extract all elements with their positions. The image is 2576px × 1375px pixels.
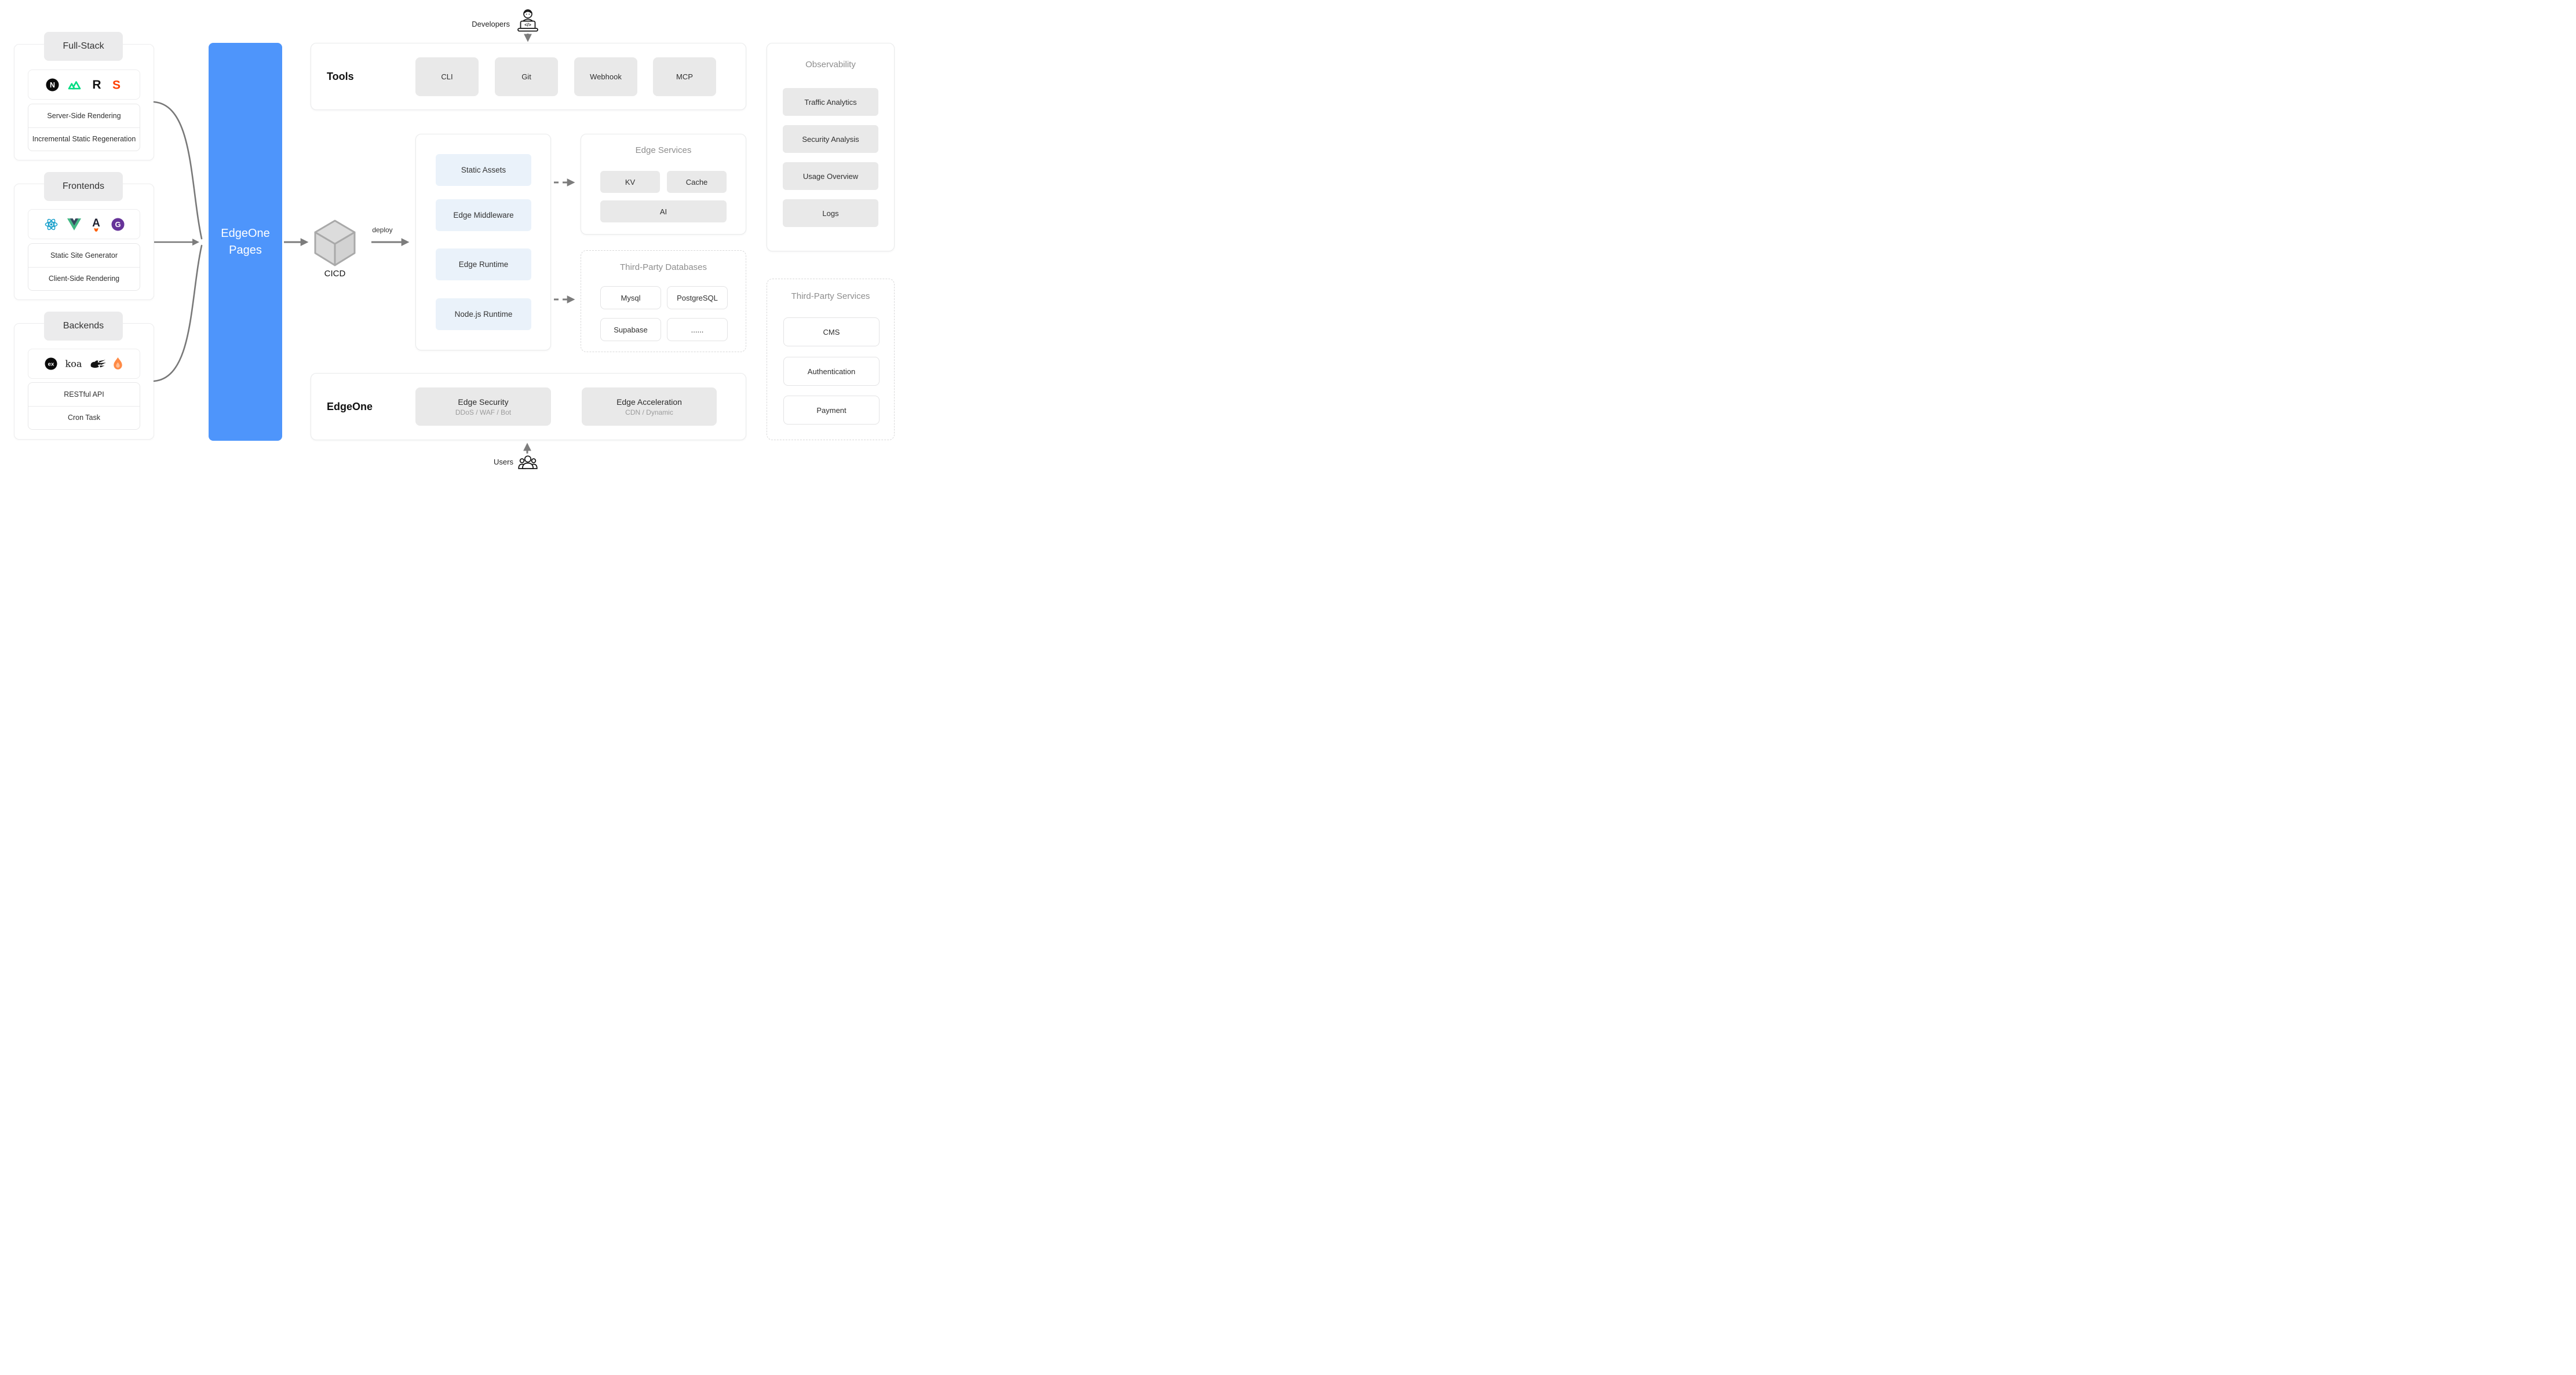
full-stack-feature-list: Server-Side Rendering Incremental Static… [28, 104, 140, 151]
edgeone-chip-edge-acceleration: Edge Acceleration CDN / Dynamic [582, 387, 717, 426]
list-item: RESTful API [64, 390, 104, 398]
service-chip-cms: CMS [783, 317, 880, 346]
edge-services-chip-cache: Cache [667, 171, 727, 193]
list-item: Incremental Static Regeneration [28, 127, 140, 151]
runtime-chip-static-assets: Static Assets [436, 154, 531, 186]
koa-icon: koa [63, 358, 84, 370]
edge-services-chip-kv: KV [600, 171, 660, 193]
service-chip-payment: Payment [783, 396, 880, 425]
list-item: Static Site Generator [50, 251, 118, 259]
third-party-services-box: Third-Party Services CMS Authentication … [767, 279, 895, 440]
full-stack-tag-label: Full-Stack [63, 41, 104, 51]
edge-acceleration-title: Edge Acceleration [616, 397, 682, 407]
tools-label: Tools [327, 70, 354, 82]
react-icon [44, 218, 59, 231]
tool-chip-cli: CLI [415, 57, 479, 96]
svg-text:koa: koa [65, 359, 82, 370]
tools-box: Tools CLI Git Webhook MCP [311, 43, 746, 110]
nextjs-icon: N [46, 78, 59, 92]
remix-icon: R [92, 78, 102, 91]
runtime-chip-edge-runtime: Edge Runtime [436, 248, 531, 280]
runtime-chip-edge-middleware: Edge Middleware [436, 199, 531, 231]
users-label: Users [494, 458, 513, 466]
svg-text:ex: ex [48, 361, 54, 367]
edgeone-label: EdgeOne [327, 400, 373, 412]
svg-text:R: R [92, 78, 101, 91]
frontends-tag: Frontends [44, 172, 123, 201]
tool-chip-webhook: Webhook [574, 57, 637, 96]
third-party-databases-title: Third-Party Databases [619, 262, 707, 272]
backends-icon-row: ex koa [28, 349, 140, 379]
list-item: Cron Task [28, 405, 140, 430]
edge-services-chip-ai: AI [600, 200, 727, 222]
hono-flame-icon [112, 357, 124, 371]
observability-chip-security-analysis: Security Analysis [783, 125, 878, 153]
panther-icon [90, 358, 106, 370]
runtime-box: Static Assets Edge Middleware Edge Runti… [415, 134, 551, 350]
svg-text:N: N [50, 81, 55, 89]
observability-chip-usage-overview: Usage Overview [783, 162, 878, 190]
edge-services-title: Edge Services [635, 145, 692, 155]
db-chip-mysql: Mysql [600, 286, 661, 309]
backends-tag-label: Backends [63, 321, 104, 331]
deploy-label: deploy [372, 226, 393, 234]
db-chip-postgresql: PostgreSQL [667, 286, 728, 309]
frontends-tag-label: Frontends [62, 181, 105, 191]
backends-tag: Backends [44, 312, 123, 341]
full-stack-icon-row: N R S [28, 70, 140, 100]
observability-title: Observability [805, 60, 856, 70]
developers-label: Developers [472, 20, 510, 28]
svg-text:A: A [92, 217, 100, 229]
nuxt-icon [68, 78, 83, 91]
edge-security-title: Edge Security [458, 397, 509, 407]
edge-acceleration-subtitle: CDN / Dynamic [625, 408, 673, 416]
db-chip-supabase: Supabase [600, 318, 661, 341]
list-item: Client-Side Rendering [28, 266, 140, 291]
third-party-services-title: Third-Party Services [791, 291, 870, 301]
merge-arrow-full-stack [153, 101, 203, 382]
gatsby-icon: G [111, 217, 125, 231]
edge-security-subtitle: DDoS / WAF / Bot [455, 408, 512, 416]
user-group-icon [518, 454, 538, 471]
db-chip-more: ...... [667, 318, 728, 341]
cicd-cube-icon [314, 220, 356, 266]
runtime-chip-nodejs-runtime: Node.js Runtime [436, 298, 531, 330]
frontends-icon-row: A G [28, 209, 140, 239]
svelte-icon: S [111, 78, 122, 92]
list-item: Server-Side Rendering [47, 111, 121, 120]
edgeone-pages-label-line1: EdgeOne [221, 226, 270, 240]
service-chip-authentication: Authentication [783, 357, 880, 386]
backends-feature-list: RESTful API Cron Task [28, 382, 140, 430]
edgeone-box: EdgeOne Edge Security DDoS / WAF / Bot E… [311, 373, 746, 440]
third-party-databases-box: Third-Party Databases Mysql PostgreSQL S… [581, 250, 746, 352]
edge-services-box: Edge Services KV Cache AI [581, 134, 746, 235]
frontends-feature-list: Static Site Generator Client-Side Render… [28, 243, 140, 291]
observability-chip-traffic-analytics: Traffic Analytics [783, 88, 878, 116]
edgeone-pages-box: EdgeOne Pages [209, 43, 282, 441]
svg-text:S: S [112, 79, 121, 92]
edgeone-pages-label-line2: Pages [229, 243, 262, 257]
express-icon: ex [44, 357, 57, 370]
observability-box: Observability Traffic Analytics Security… [767, 43, 895, 251]
astro-icon: A [90, 217, 103, 232]
svg-text:G: G [115, 220, 121, 229]
tool-chip-git: Git [495, 57, 558, 96]
edgeone-pages-architecture-diagram: Full-Stack N R S Server-Side Rendering I… [0, 0, 908, 485]
full-stack-tag: Full-Stack [44, 32, 123, 61]
observability-chip-logs: Logs [783, 199, 878, 227]
developer-at-laptop-icon: </> [517, 8, 539, 35]
edgeone-chip-edge-security: Edge Security DDoS / WAF / Bot [415, 387, 551, 426]
svg-text:</>: </> [524, 22, 531, 27]
vue-icon [67, 218, 81, 231]
cicd-label: CICD [324, 269, 346, 279]
tool-chip-mcp: MCP [653, 57, 716, 96]
